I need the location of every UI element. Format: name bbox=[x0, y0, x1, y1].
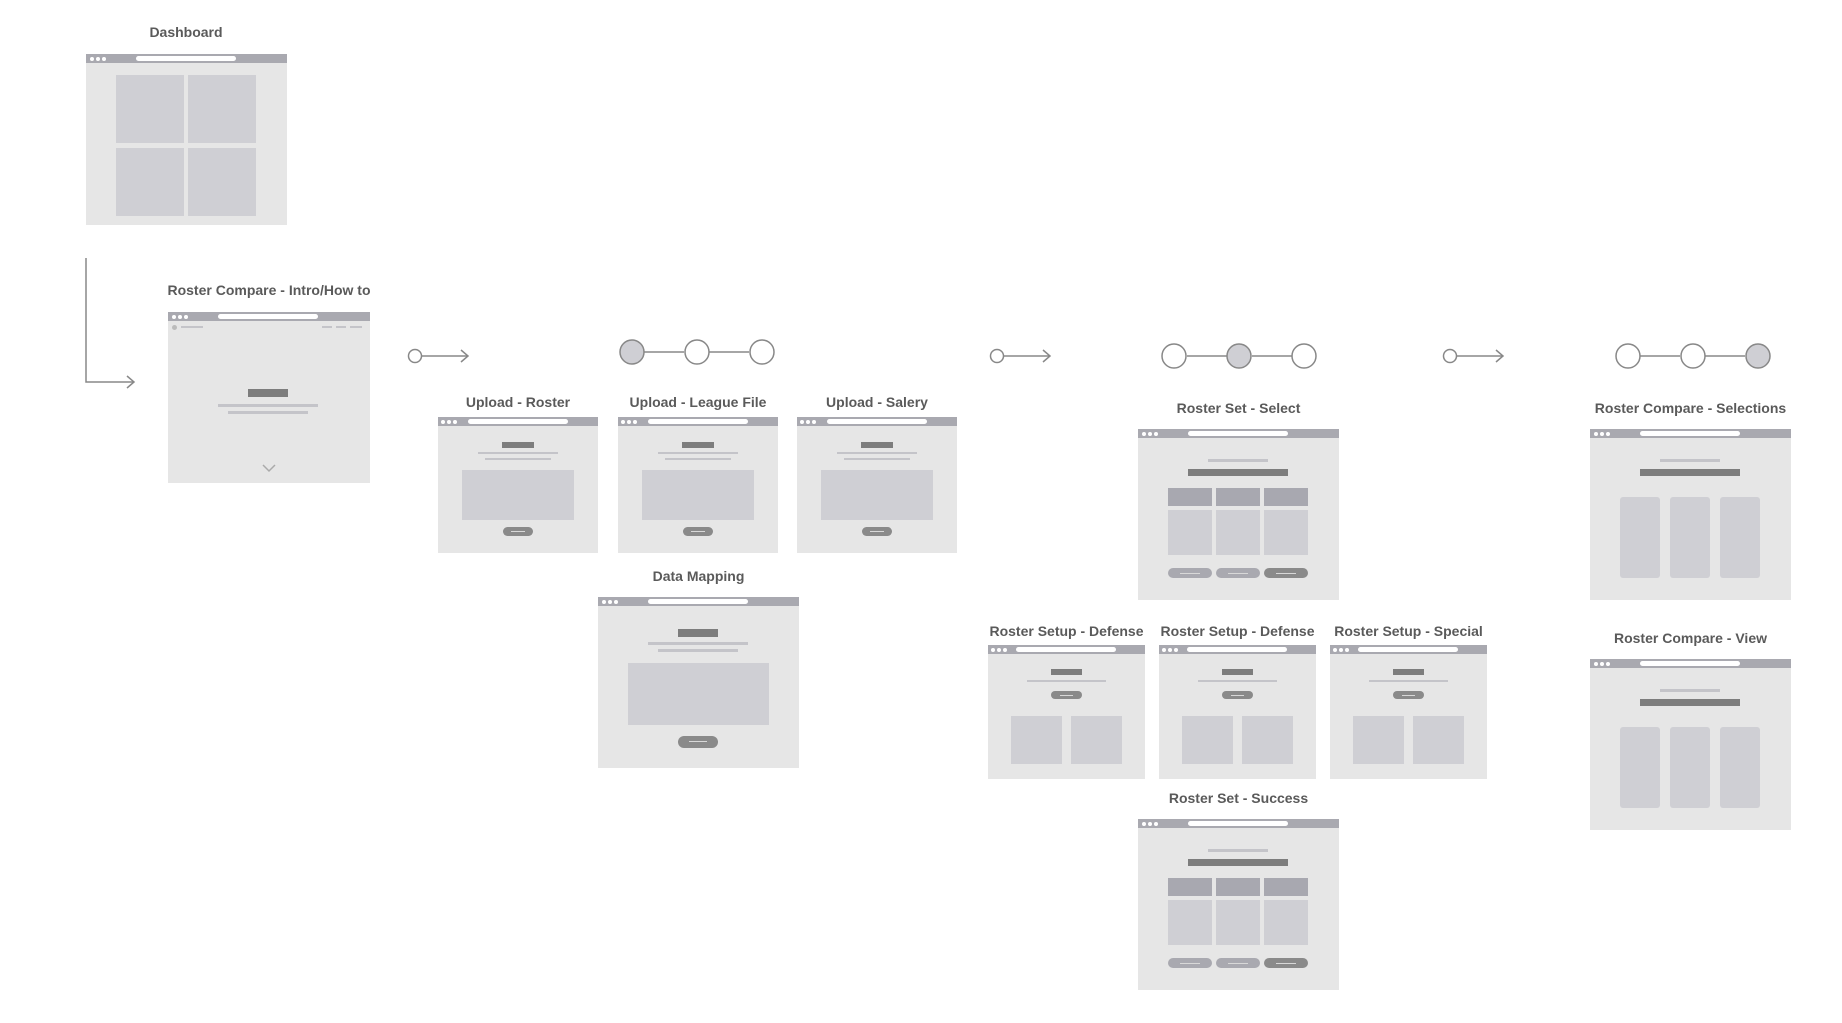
label-data-mapping: Data Mapping bbox=[652, 568, 745, 584]
label-setup-defense-2: Roster Setup - Defense bbox=[1160, 623, 1315, 639]
elbow-arrow-icon bbox=[85, 258, 136, 389]
wireframe-setup-special[interactable] bbox=[1330, 645, 1487, 779]
step-circle-icon bbox=[1291, 343, 1317, 369]
wireframe-data-mapping[interactable] bbox=[598, 597, 799, 768]
label-compare-selections: Roster Compare - Selections bbox=[1594, 400, 1787, 416]
wireframe-roster-set-success[interactable] bbox=[1138, 819, 1339, 990]
wireframe-upload-league[interactable] bbox=[618, 417, 778, 553]
label-upload-league: Upload - League File bbox=[629, 394, 767, 410]
label-intro: Roster Compare - Intro/How to bbox=[167, 282, 371, 298]
wireframe-compare-view[interactable] bbox=[1590, 659, 1791, 830]
step-circle-icon bbox=[1745, 343, 1771, 369]
step-circle-icon bbox=[1615, 343, 1641, 369]
step-circle-icon bbox=[749, 339, 775, 365]
wireframe-dashboard[interactable] bbox=[86, 54, 287, 225]
wireframe-roster-set-select[interactable] bbox=[1138, 429, 1339, 600]
label-roster-set-select: Roster Set - Select bbox=[1176, 400, 1301, 416]
wireframe-setup-defense-2[interactable] bbox=[1159, 645, 1316, 779]
label-upload-salary: Upload - Salery bbox=[826, 394, 928, 410]
stepper-upload bbox=[619, 339, 775, 365]
label-setup-special: Roster Setup - Special bbox=[1334, 623, 1483, 639]
stepper-roster-set bbox=[1161, 343, 1317, 369]
stepper-compare bbox=[1615, 343, 1771, 369]
label-upload-roster: Upload - Roster bbox=[465, 394, 571, 410]
step-circle-icon bbox=[684, 339, 710, 365]
wireframe-upload-salary[interactable] bbox=[797, 417, 957, 553]
wireframe-setup-defense-1[interactable] bbox=[988, 645, 1145, 779]
wireframe-intro[interactable] bbox=[168, 312, 370, 483]
step-circle-icon bbox=[1680, 343, 1706, 369]
wireframe-upload-roster[interactable] bbox=[438, 417, 598, 553]
label-roster-set-success: Roster Set - Success bbox=[1168, 790, 1309, 806]
wireframe-compare-selections[interactable] bbox=[1590, 429, 1791, 600]
label-dashboard: Dashboard bbox=[149, 24, 223, 40]
arrow-right-icon bbox=[1442, 348, 1505, 364]
chevron-down-icon[interactable] bbox=[261, 463, 277, 473]
step-circle-icon bbox=[619, 339, 645, 365]
arrow-right-icon bbox=[989, 348, 1052, 364]
arrow-right-icon bbox=[407, 348, 470, 364]
label-setup-defense-1: Roster Setup - Defense bbox=[989, 623, 1144, 639]
label-compare-view: Roster Compare - View bbox=[1613, 630, 1767, 646]
step-circle-icon bbox=[1161, 343, 1187, 369]
step-circle-icon bbox=[1226, 343, 1252, 369]
